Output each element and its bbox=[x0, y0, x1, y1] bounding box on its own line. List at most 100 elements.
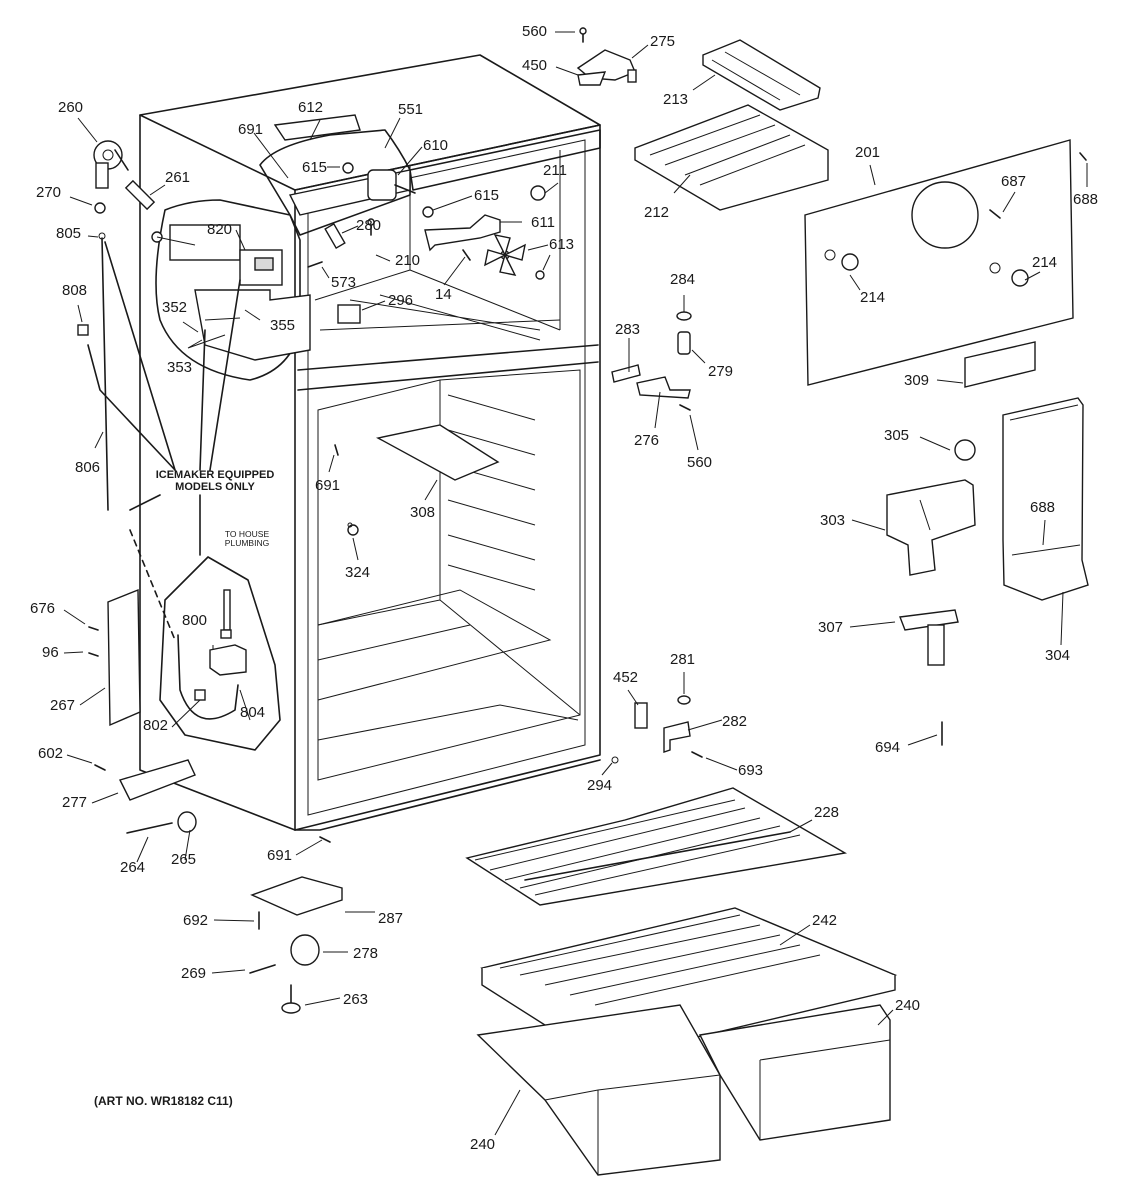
callout-283: 283 bbox=[615, 321, 641, 338]
callout-278: 278 bbox=[353, 945, 379, 962]
callout-305: 305 bbox=[884, 427, 910, 444]
icemaker-note-line2: MODELS ONLY bbox=[175, 480, 255, 493]
callout-276: 276 bbox=[634, 432, 660, 449]
callout-806: 806 bbox=[75, 459, 101, 476]
callout-802: 802 bbox=[143, 717, 169, 734]
plumbing-note: TO HOUSE PLUMBING bbox=[212, 530, 282, 548]
callout-296: 296 bbox=[388, 292, 414, 309]
fan-blade bbox=[484, 234, 526, 276]
callout-452: 452 bbox=[613, 669, 639, 686]
callout-267: 267 bbox=[50, 697, 76, 714]
callout-309: 309 bbox=[904, 372, 930, 389]
callout-265: 265 bbox=[171, 851, 197, 868]
icemaker-note: ICEMAKER EQUIPPED MODELS ONLY bbox=[145, 469, 285, 493]
freezer-shelf bbox=[634, 104, 829, 211]
callout-820: 820 bbox=[207, 221, 233, 238]
callout-264: 264 bbox=[120, 859, 146, 876]
callout-610: 610 bbox=[423, 137, 449, 154]
evaporator-cover bbox=[804, 139, 1087, 386]
callout-804: 804 bbox=[240, 704, 266, 721]
callout-560: 560 bbox=[687, 454, 713, 471]
callout-210: 210 bbox=[395, 252, 421, 269]
callout-284: 284 bbox=[670, 271, 696, 288]
callout-270: 270 bbox=[36, 184, 62, 201]
callout-211: 211 bbox=[543, 162, 567, 179]
water-valve-cutaway bbox=[159, 556, 281, 751]
callout-240: 240 bbox=[895, 997, 921, 1014]
callout-214: 214 bbox=[1032, 254, 1058, 271]
callout-602: 602 bbox=[38, 745, 64, 762]
annotation-arrows bbox=[87, 241, 241, 556]
callout-688: 688 bbox=[1073, 191, 1099, 208]
part-309 bbox=[964, 341, 1036, 388]
crisper-drawer-right bbox=[698, 1004, 891, 1141]
callout-261: 261 bbox=[165, 169, 191, 186]
leader-lines bbox=[63, 31, 1088, 1136]
callout-260: 260 bbox=[58, 99, 84, 116]
callout-324: 324 bbox=[345, 564, 371, 581]
callout-691: 691 bbox=[267, 847, 293, 864]
fresh-food-small-parts bbox=[334, 424, 500, 536]
callout-269: 269 bbox=[181, 965, 207, 982]
callout-353: 353 bbox=[167, 359, 193, 376]
callout-691: 691 bbox=[238, 121, 264, 138]
callout-228: 228 bbox=[814, 804, 840, 821]
side-trim-parts bbox=[88, 588, 331, 843]
callout-800: 800 bbox=[182, 612, 208, 629]
callout-294: 294 bbox=[587, 777, 613, 794]
callout-277: 277 bbox=[62, 794, 88, 811]
callout-201: 201 bbox=[855, 144, 881, 161]
callout-263: 263 bbox=[343, 991, 369, 1008]
icemaker-note-line1: ICEMAKER EQUIPPED bbox=[155, 469, 275, 481]
callout-352: 352 bbox=[162, 299, 188, 316]
callout-303: 303 bbox=[820, 512, 846, 529]
callout-212: 212 bbox=[644, 204, 670, 221]
callout-688: 688 bbox=[1030, 499, 1056, 516]
top-hinge bbox=[576, 27, 637, 86]
dispenser-housing bbox=[1002, 397, 1089, 601]
callout-213: 213 bbox=[663, 91, 689, 108]
callout-613: 613 bbox=[549, 236, 575, 253]
fresh-food-shelf bbox=[465, 787, 848, 906]
callout-611: 611 bbox=[531, 214, 555, 231]
callout-287: 287 bbox=[378, 910, 404, 927]
callout-560: 560 bbox=[522, 23, 548, 40]
callout-281: 281 bbox=[670, 651, 696, 668]
roller-parts bbox=[249, 876, 343, 1014]
callout-240: 240 bbox=[470, 1136, 496, 1153]
callout-214: 214 bbox=[860, 289, 886, 306]
crisper-drawer-left bbox=[476, 1004, 721, 1176]
plumbing-note-line1: TO HOUSE bbox=[224, 529, 270, 539]
callout-450: 450 bbox=[522, 57, 548, 74]
dispenser-actuator bbox=[886, 479, 976, 576]
callout-615: 615 bbox=[302, 159, 328, 176]
callout-275: 275 bbox=[650, 33, 676, 50]
bottom-hinge-parts bbox=[611, 695, 703, 764]
callout-615: 615 bbox=[474, 187, 500, 204]
callout-693: 693 bbox=[738, 762, 764, 779]
callout-96: 96 bbox=[42, 644, 59, 661]
callout-242: 242 bbox=[812, 912, 838, 929]
callout-676: 676 bbox=[30, 600, 56, 617]
callout-687: 687 bbox=[1001, 173, 1027, 190]
ice-tray bbox=[702, 39, 821, 111]
water-line-parts bbox=[77, 140, 176, 641]
plumbing-note-line2: PLUMBING bbox=[224, 537, 270, 548]
callout-355: 355 bbox=[270, 317, 296, 334]
callout-573: 573 bbox=[331, 274, 357, 291]
callout-808: 808 bbox=[62, 282, 88, 299]
callout-308: 308 bbox=[410, 504, 436, 521]
callout-14: 14 bbox=[435, 286, 452, 303]
callout-692: 692 bbox=[183, 912, 209, 929]
callout-282: 282 bbox=[722, 713, 748, 730]
callout-551: 551 bbox=[398, 101, 424, 118]
freezer-control-area bbox=[259, 114, 546, 324]
callout-304: 304 bbox=[1045, 647, 1071, 664]
callout-280: 280 bbox=[356, 217, 382, 234]
icemaker-assembly bbox=[151, 199, 311, 381]
callout-279: 279 bbox=[708, 363, 734, 380]
callout-805: 805 bbox=[56, 225, 82, 242]
callout-694: 694 bbox=[875, 739, 901, 756]
